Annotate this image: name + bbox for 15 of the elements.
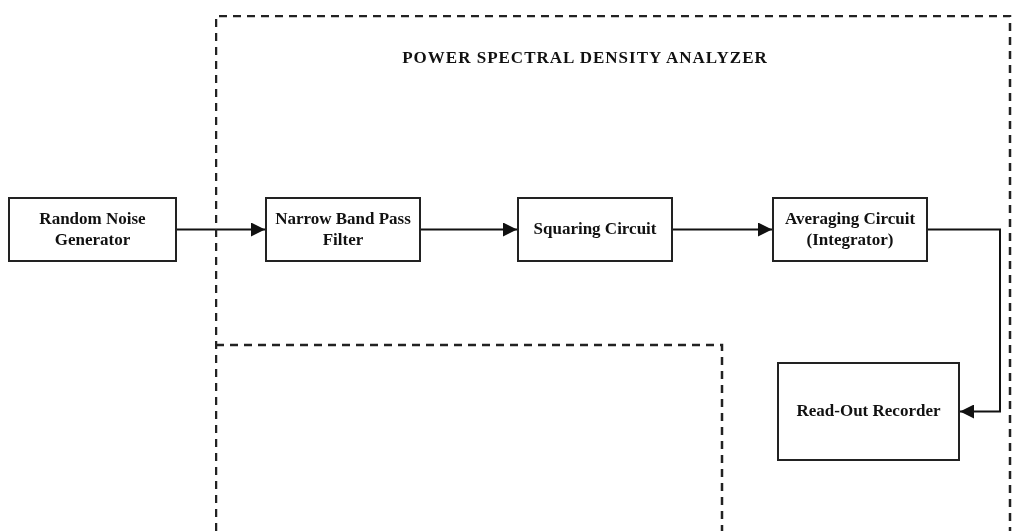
process-box <box>517 197 673 262</box>
process-box <box>265 197 421 262</box>
box-label: Read-Out Recorder <box>795 401 942 422</box>
process-box <box>8 197 177 262</box>
arrow <box>420 222 518 237</box>
arrow <box>927 228 1001 419</box>
process-box <box>772 197 928 262</box>
box-label: Narrow Band Pass Filter <box>274 209 412 250</box>
process-box <box>777 362 960 461</box>
box-label: Averaging Circuit (Integrator) <box>783 209 917 250</box>
box-label: Random Noise Generator <box>38 209 147 250</box>
region-title: POWER SPECTRAL DENSITY ANALYZER <box>401 48 769 68</box>
box-label: Squaring Circuit <box>532 219 658 240</box>
arrow <box>176 222 266 237</box>
arrow <box>672 222 773 237</box>
